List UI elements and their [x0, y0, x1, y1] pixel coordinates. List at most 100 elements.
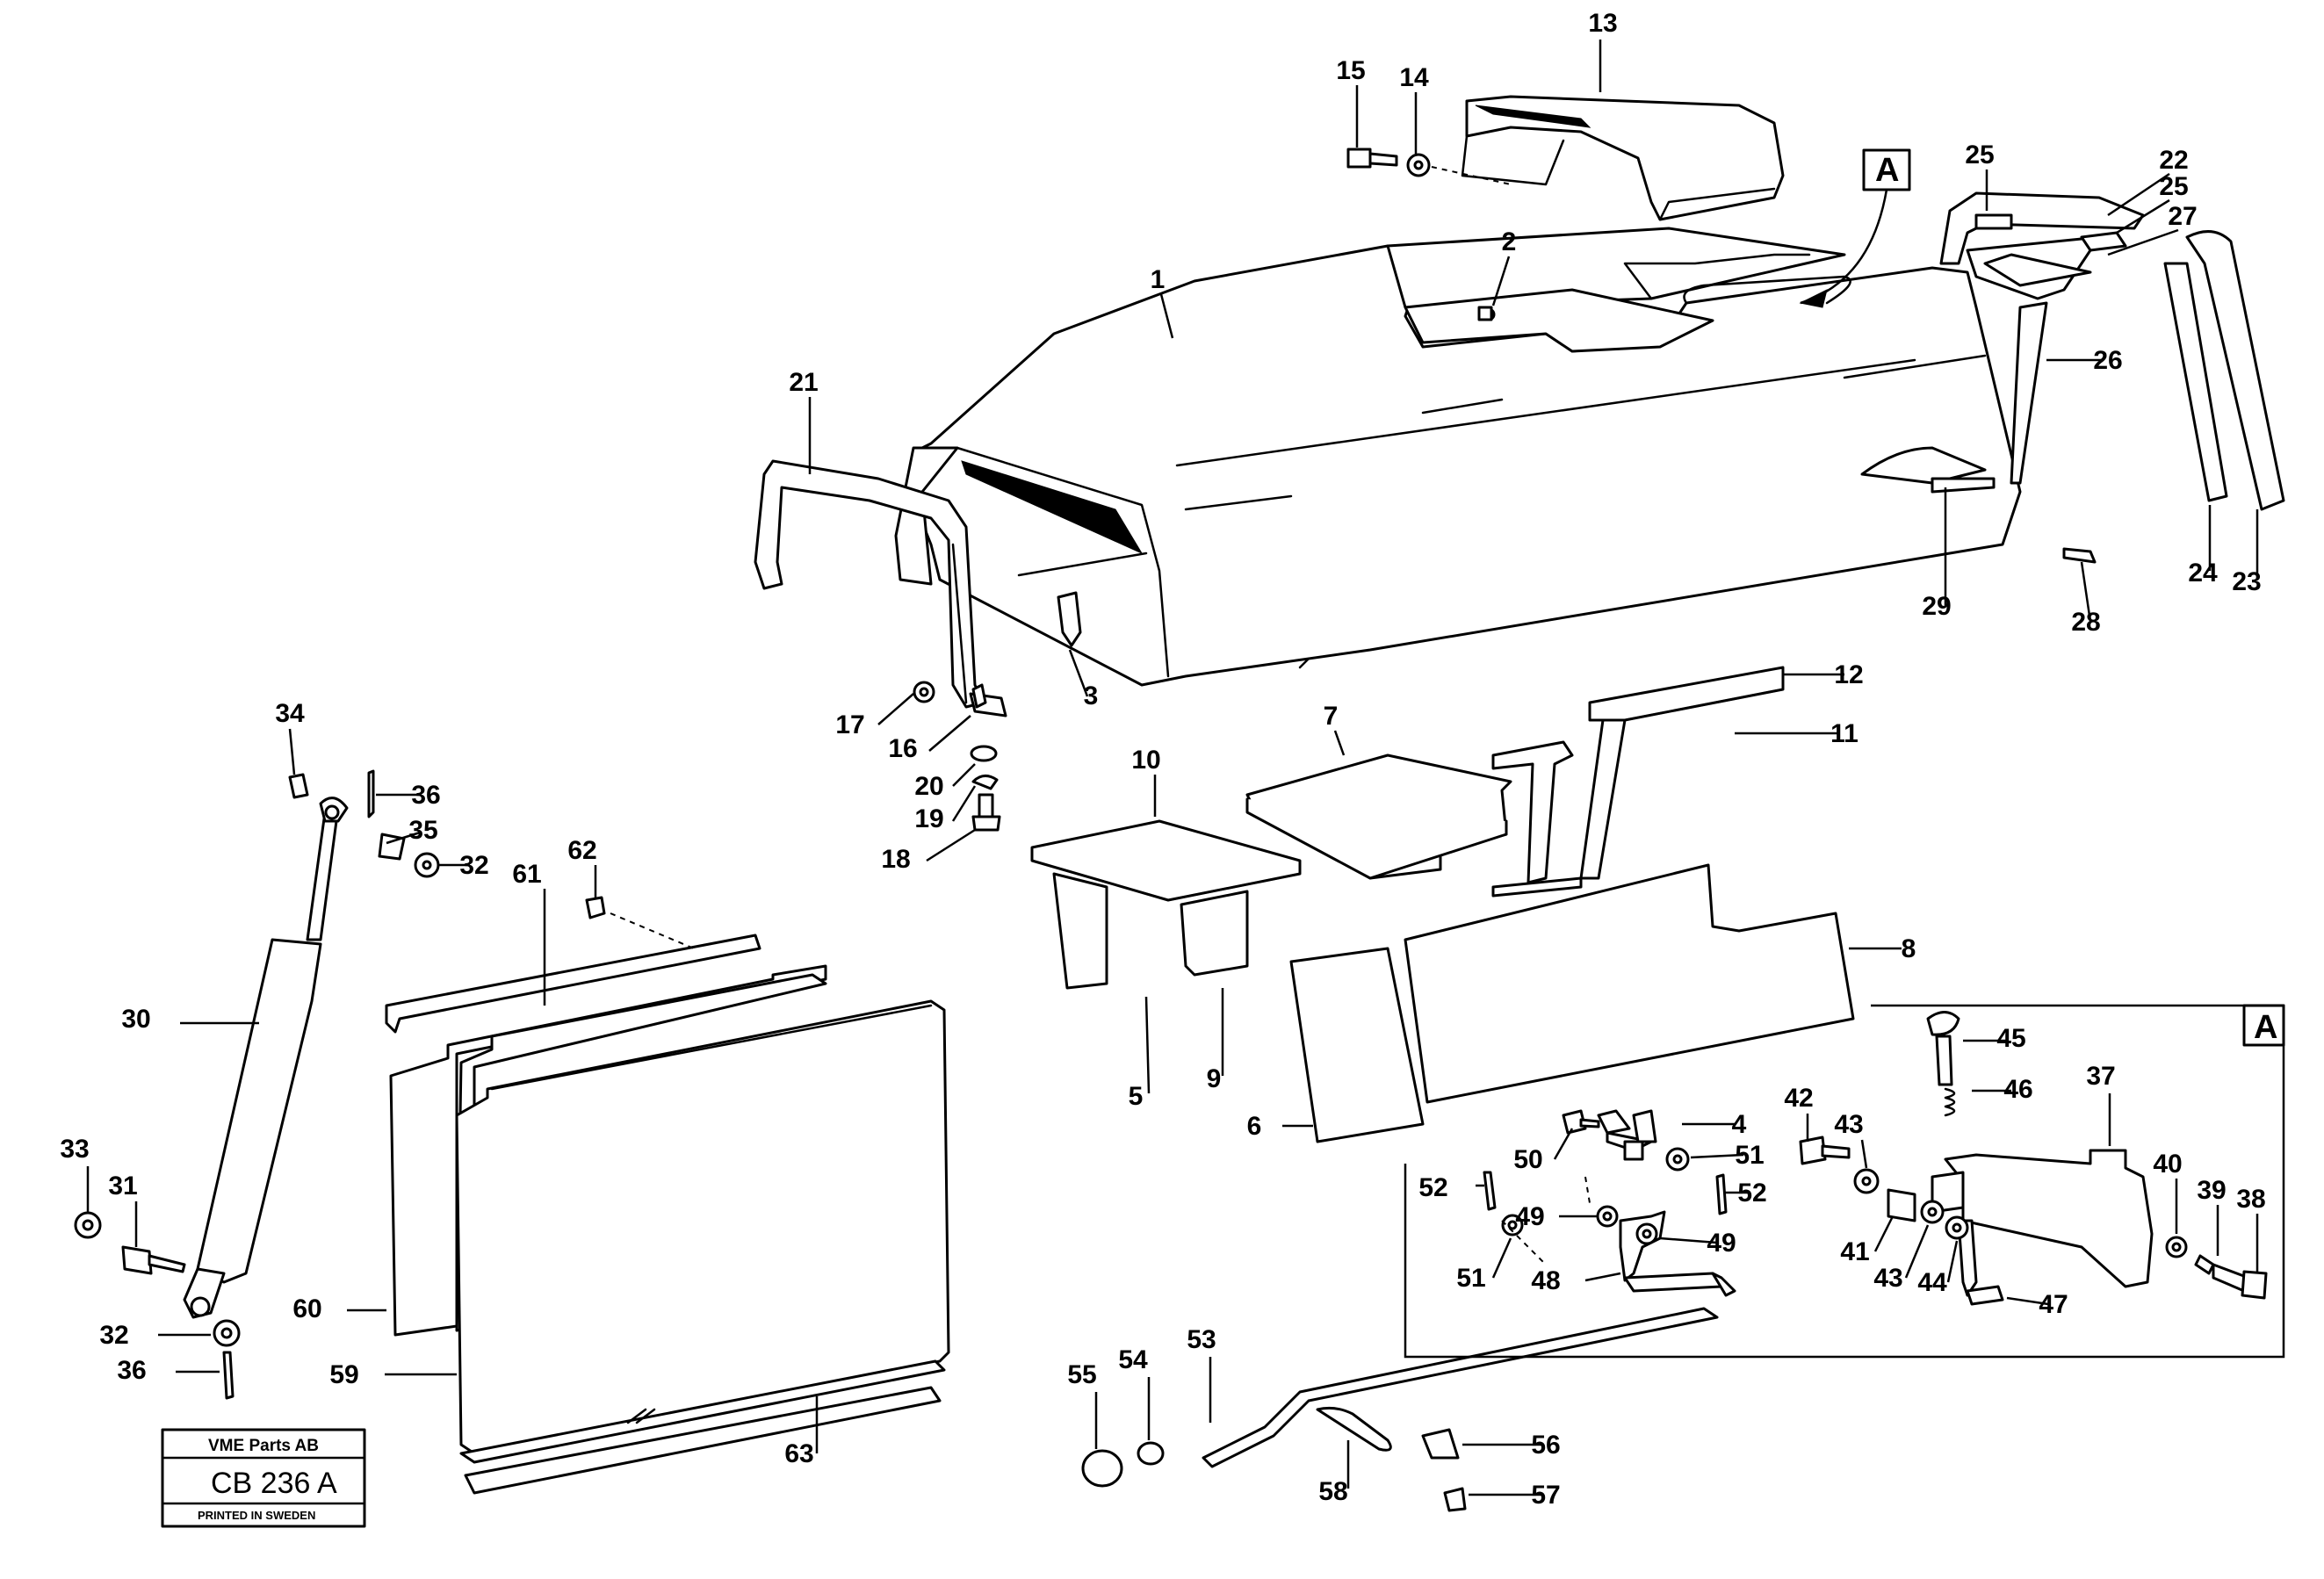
side-strips [2010, 230, 2285, 511]
side-door-panels [385, 896, 950, 1495]
leader-line-5 [1144, 996, 1151, 1094]
callout-27: 27 [2168, 202, 2197, 231]
leader-line-41 [1873, 1215, 1895, 1252]
callout-45: 45 [1996, 1024, 2025, 1053]
leader-line-34 [288, 728, 296, 775]
detail-a-parts [1483, 1011, 2268, 1306]
callout-6: 6 [1247, 1112, 1262, 1141]
callout-29: 29 [1922, 592, 1951, 621]
callout-50: 50 [1513, 1145, 1542, 1174]
pin-28 [2062, 547, 2097, 564]
callout-63: 63 [784, 1439, 813, 1468]
callout-55: 55 [1067, 1360, 1096, 1389]
callout-44: 44 [1917, 1268, 1947, 1297]
leader-line-48 [1584, 1272, 1621, 1282]
callout-33: 33 [60, 1135, 89, 1164]
callout-49: 49 [1707, 1229, 1736, 1258]
stamp-note: PRINTED IN SWEDEN [198, 1509, 315, 1522]
callout-20: 20 [914, 772, 943, 801]
stamp-box [161, 1428, 366, 1528]
callout-40: 40 [2153, 1150, 2182, 1179]
callout-7: 7 [1324, 702, 1339, 731]
callout-16: 16 [888, 734, 917, 763]
callout-56: 56 [1531, 1431, 1560, 1460]
detail-marker-a-letter: A [1875, 152, 1899, 189]
floor-panels [1030, 666, 1855, 1143]
callout-11: 11 [1830, 719, 1858, 748]
callout-51: 51 [1735, 1141, 1764, 1170]
callout-leaders [86, 40, 2259, 1496]
callout-9: 9 [1207, 1064, 1222, 1093]
leader-line-3 [1068, 649, 1089, 697]
callout-59: 59 [329, 1360, 358, 1389]
leader-line-19 [951, 785, 977, 822]
leader-line-43 [1860, 1139, 1868, 1169]
callout-4: 4 [1732, 1110, 1747, 1139]
leader-line-20 [952, 763, 976, 787]
leader-line-25 [2116, 198, 2170, 234]
callout-28: 28 [2071, 608, 2100, 637]
leader-line-43 [1904, 1224, 1930, 1279]
callout-52: 52 [1737, 1179, 1766, 1208]
callout-21: 21 [789, 368, 818, 397]
detail-marker-a [1799, 148, 1911, 308]
leader-line-22 [2107, 172, 2170, 217]
callout-22: 22 [2159, 146, 2188, 175]
leader-line-50 [1553, 1128, 1574, 1160]
callout-30: 30 [121, 1005, 150, 1034]
leader-line-7 [1333, 730, 1346, 756]
callout-13: 13 [1588, 9, 1617, 38]
callout-62: 62 [567, 836, 596, 865]
callout-19: 19 [914, 804, 943, 833]
callout-36: 36 [411, 781, 440, 810]
callout-5: 5 [1129, 1082, 1144, 1111]
callout-53: 53 [1187, 1325, 1216, 1354]
callout-8: 8 [1902, 934, 1916, 963]
callout-18: 18 [881, 845, 910, 874]
callout-24: 24 [2188, 559, 2218, 588]
callout-57: 57 [1531, 1481, 1560, 1510]
leader-line-18 [926, 828, 976, 862]
leader-line-35 [386, 831, 421, 845]
callout-15: 15 [1336, 56, 1365, 85]
callout-38: 38 [2236, 1185, 2265, 1214]
handle-bar [754, 459, 985, 709]
callout-23: 23 [2232, 567, 2261, 596]
leader-line-47 [2006, 1296, 2049, 1306]
leader-line-51 [1491, 1237, 1512, 1279]
callout-36: 36 [117, 1356, 146, 1385]
callout-46: 46 [2003, 1075, 2032, 1104]
fasteners-hinge [913, 681, 1007, 832]
leader-line-16 [928, 715, 971, 752]
detail-box-a-letter: A [2254, 1009, 2277, 1046]
leader-line-44 [1946, 1240, 1959, 1283]
leader-line-1 [1159, 293, 1174, 339]
callout-3: 3 [1084, 681, 1099, 710]
plate-3 [1057, 591, 1082, 647]
bracket-assembly [1939, 191, 2145, 300]
callout-49: 49 [1515, 1202, 1544, 1231]
callout-41: 41 [1840, 1237, 1869, 1266]
callout-47: 47 [2039, 1290, 2068, 1319]
linkage-rod [1081, 1307, 1719, 1512]
leader-line-27 [2107, 228, 2179, 256]
callout-48: 48 [1531, 1266, 1560, 1295]
gas-strut [74, 769, 440, 1400]
callout-51: 51 [1456, 1264, 1485, 1293]
callout-1: 1 [1151, 265, 1166, 294]
callout-2: 2 [1502, 227, 1517, 256]
callout-17: 17 [835, 710, 864, 739]
callout-39: 39 [2197, 1176, 2226, 1205]
leader-line-2 [1491, 256, 1511, 306]
callout-34: 34 [275, 699, 305, 728]
hood-panel-lines [1175, 354, 1987, 511]
callout-26: 26 [2093, 346, 2122, 375]
callout-43: 43 [1873, 1264, 1902, 1293]
callout-32: 32 [99, 1321, 128, 1350]
stamp-code: CB 236 A [211, 1467, 337, 1500]
callout-31: 31 [108, 1172, 137, 1200]
callout-37: 37 [2086, 1062, 2115, 1091]
callout-61: 61 [512, 860, 541, 889]
callout-10: 10 [1131, 746, 1160, 775]
